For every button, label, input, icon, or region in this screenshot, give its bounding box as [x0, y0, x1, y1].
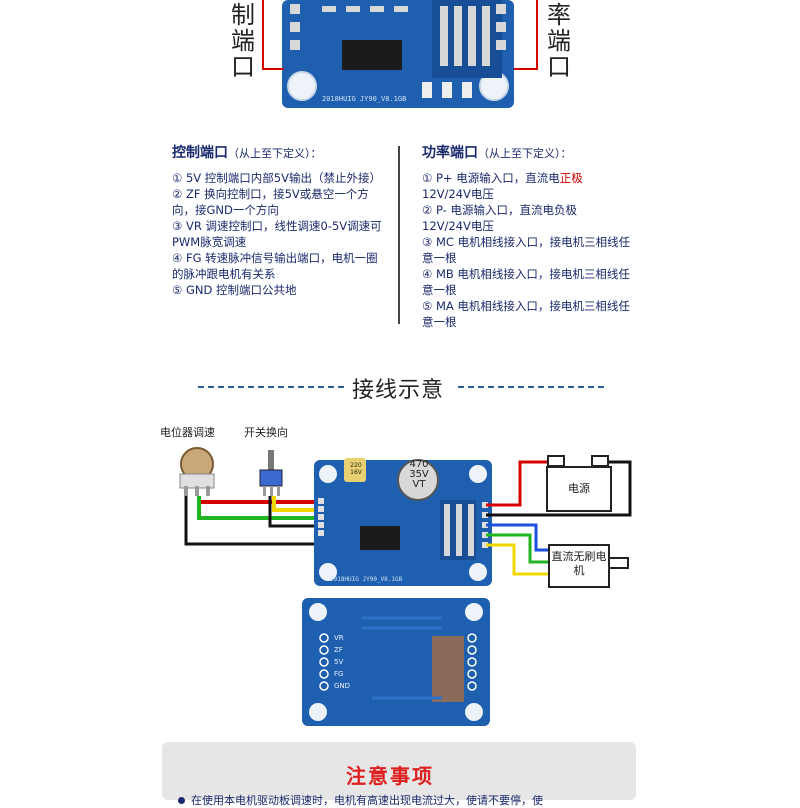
back-pin-label: VR [334, 634, 344, 642]
cap-text: VT [412, 479, 426, 490]
small-cap-text: 16V [350, 469, 362, 476]
top-board-photo: 2018HUIG JY90_V8.1GB [282, 0, 514, 108]
right-label-connector [536, 0, 538, 70]
back-pin-label: GND [334, 682, 351, 690]
motor-label: 直流无刷电机 [551, 550, 607, 577]
wire-red [197, 496, 322, 504]
power-port-item: ③ MC 电机相线接入口，接电机三相线任意一根 [422, 235, 631, 265]
back-pin-label: FG [334, 670, 344, 678]
power-port-subtitle: （从上至下定义）： [478, 147, 572, 160]
power-port-item: ② P- 电源输入口，直流电负极 12V/24V电压 [422, 202, 634, 234]
notice-line: 在使用本电机驱动板调速时，电机有高速出现电流过大，使请不要停，使 [178, 792, 543, 808]
power-port-heading: 功率端口（从上至下定义）： [422, 142, 634, 162]
item-highlight: 正极 [559, 171, 583, 185]
board-back-photo: VR ZF 5V FG GND [302, 598, 490, 726]
notice-title: 注意事项 [346, 764, 434, 788]
control-port-item: ② ZF 换向控制口，接5V或悬空一个方向，接GND一个方向 [172, 187, 369, 217]
notice-panel: 注意事项 在使用本电机驱动板调速时，电机有高速出现电流过大，使请不要停，使 [162, 742, 636, 807]
item-highlight: 负极 [553, 203, 577, 217]
small-cap-text: 220 [350, 462, 362, 469]
control-port-subtitle: （从上至下定义）： [228, 147, 322, 160]
item-text: ② P- 电源输入口，直流电 [422, 203, 554, 217]
wire-green-motor [486, 533, 548, 564]
toggle-switch [259, 450, 283, 496]
section-dash-right [458, 386, 604, 388]
control-port-title: 控制端口 [172, 145, 228, 161]
column-divider [398, 146, 400, 324]
notice-text: 在使用本电机驱动板调速时，电机有高速出现电流过大，使请不要停，使 [191, 794, 543, 807]
pot-label: 电位器调速 [160, 426, 215, 439]
control-port-item: ① 5V 控制端口内部5V输出（禁止外接） [172, 171, 381, 185]
power-supply-box: 电源 [546, 466, 612, 512]
section-dash-left [198, 386, 344, 388]
wiring-section-title: 接线示意 [352, 378, 445, 403]
potentiometer [179, 447, 215, 496]
cap-text: 470 [409, 459, 429, 470]
wire-red-power [486, 460, 556, 507]
item-text: 12V/24V电压 [422, 187, 494, 201]
wire-black-switch [268, 496, 322, 528]
driver-board [314, 458, 492, 586]
left-label-char: 端 [231, 27, 255, 55]
bldc-motor-box: 直流无刷电机 [548, 544, 610, 588]
switch-label: 开关换向 [244, 426, 288, 439]
control-port-heading: 控制端口（从上至下定义）： [172, 142, 384, 162]
back-pin-labels: VR ZF 5V FG GND [334, 632, 350, 692]
left-label-connector-h [262, 68, 284, 70]
cap-text: 35V [409, 469, 429, 480]
left-label-connector [262, 0, 264, 70]
bullet-icon [178, 797, 185, 804]
control-port-item: ⑤ GND 控制端口公共地 [172, 283, 297, 297]
right-label-connector-h [514, 68, 536, 70]
control-port-item: ③ VR 调速控制口，线性调速0-5V调速可PWM脉宽调速 [172, 219, 382, 249]
power-port-item: ④ MB 电机相线接入口，接电机三相线任意一根 [422, 267, 630, 297]
wire-yellow-motor [486, 543, 548, 576]
power-port-item: ⑤ MA 电机相线接入口，接电机三相线任意一根 [422, 299, 630, 329]
item-text: ① P+ 电源输入口，直流电 [422, 171, 560, 185]
right-label-char: 率 [547, 1, 571, 29]
pcb-top-image [282, 0, 514, 108]
item-text: 12V/24V电压 [422, 219, 494, 233]
small-capacitor-label: 220 16V [346, 462, 366, 476]
board-top-silkscreen: 2018HUIG JY90_V8.1GB [322, 95, 407, 103]
wire-green [197, 496, 322, 520]
left-label-char: 口 [231, 53, 255, 81]
pcb-back-image [302, 598, 490, 726]
wire-black-power [486, 460, 632, 517]
back-pin-label: 5V [334, 658, 344, 666]
wiring-diagram [179, 447, 632, 586]
left-vertical-label: 制 端 口 [228, 2, 258, 80]
control-port-section: 控制端口（从上至下定义）： ① 5V 控制端口内部5V输出（禁止外接） ② ZF… [172, 142, 384, 298]
right-label-char: 端 [547, 27, 571, 55]
right-label-char: 口 [547, 53, 571, 81]
board-silkscreen: 2018HUIG JY90_V8.1GB [330, 576, 403, 583]
wire-blue-motor [486, 523, 548, 552]
power-port-title: 功率端口 [422, 145, 478, 161]
control-port-item: ④ FG 转速脉冲信号输出端口，电机一圈的脉冲跟电机有关系 [172, 251, 378, 281]
wire-yellow [272, 496, 322, 512]
power-supply-label: 电源 [568, 482, 590, 495]
back-pin-label: ZF [334, 646, 343, 654]
power-port-item: ① P+ 电源输入口，直流电正极 12V/24V电压 [422, 170, 634, 202]
right-vertical-label: 率 端 口 [544, 2, 574, 80]
left-label-char: 制 [231, 1, 255, 29]
capacitor-label: 470 35V VT [406, 460, 432, 490]
